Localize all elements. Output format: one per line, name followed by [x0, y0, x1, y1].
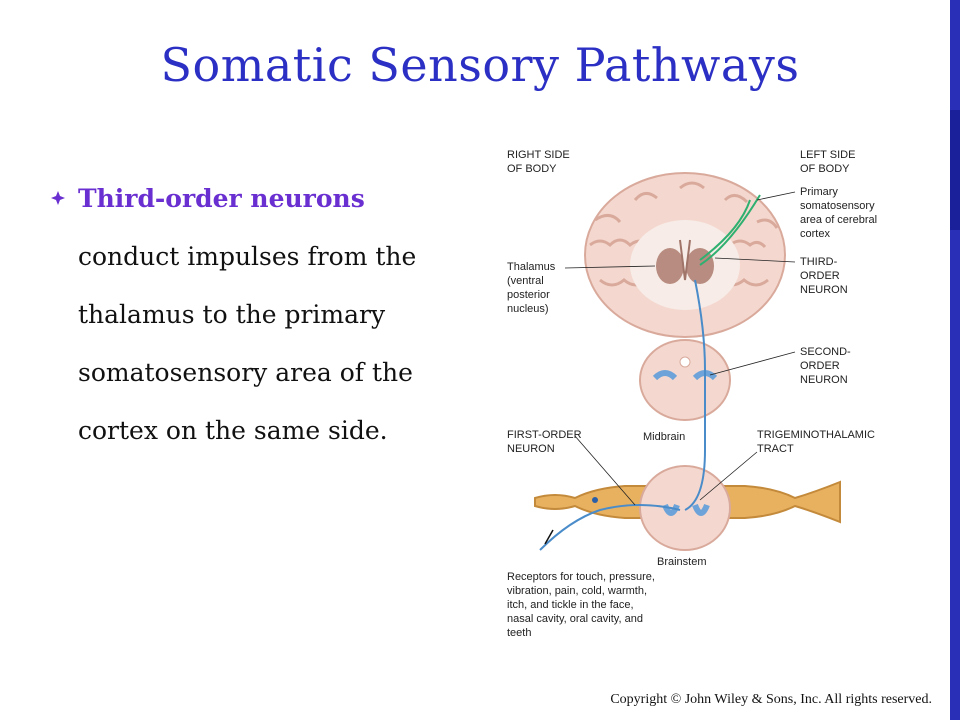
- midbrain-label: Midbrain: [643, 431, 685, 443]
- brainstem-label: Brainstem: [657, 556, 707, 568]
- receptors-label: Receptors for touch, pressure, vibration…: [507, 571, 658, 639]
- receptor-pointer-arrow: [544, 529, 554, 545]
- brainstem-section: [534, 465, 841, 551]
- left-thalamus: [686, 248, 714, 284]
- copyright-notice: Copyright © John Wiley & Sons, Inc. All …: [610, 692, 932, 707]
- thalamus-label: Thalamus (ventral posterior nucleus): [507, 261, 558, 315]
- primary-area-label: Primary somatosensory area of cerebral c…: [800, 186, 880, 240]
- first-order-label: FIRST-ORDER NEURON: [507, 429, 585, 455]
- bullet-body: conduct impulses from the thalamus to th…: [78, 242, 417, 445]
- bullet-block: Third-order neurons conduct impulses fro…: [50, 170, 450, 460]
- second-order-label: SECOND- ORDER NEURON: [800, 346, 854, 386]
- third-order-label: THIRD- ORDER NEURON: [800, 256, 848, 296]
- midbrain-section: [639, 339, 731, 421]
- sensory-pathway-diagram: RIGHT SIDE OF BODY LEFT SIDE OF BODY Pri…: [507, 149, 880, 639]
- slide-title: Somatic Sensory Pathways: [160, 38, 800, 92]
- right-thalamus: [656, 248, 684, 284]
- first-order-neuron-path: [539, 504, 681, 551]
- bullet-emphasis: Third-order neurons: [78, 184, 365, 213]
- leader-lines: [564, 191, 796, 506]
- cerebrum-section: [584, 172, 786, 338]
- bullet-text: Third-order neurons conduct impulses fro…: [78, 170, 450, 460]
- ganglion-cell-body: [592, 497, 598, 503]
- left-side-label: LEFT SIDE OF BODY: [800, 149, 859, 175]
- second-order-neuron-path: [684, 279, 706, 511]
- diamond-bullet-icon: [51, 191, 65, 205]
- right-edge-accent: [950, 110, 960, 230]
- third-order-neuron-path: [699, 194, 761, 266]
- tract-label: TRIGEMINOTHALAMIC TRACT: [757, 429, 878, 455]
- right-edge-bar: [950, 0, 960, 720]
- right-side-label: RIGHT SIDE OF BODY: [507, 149, 573, 175]
